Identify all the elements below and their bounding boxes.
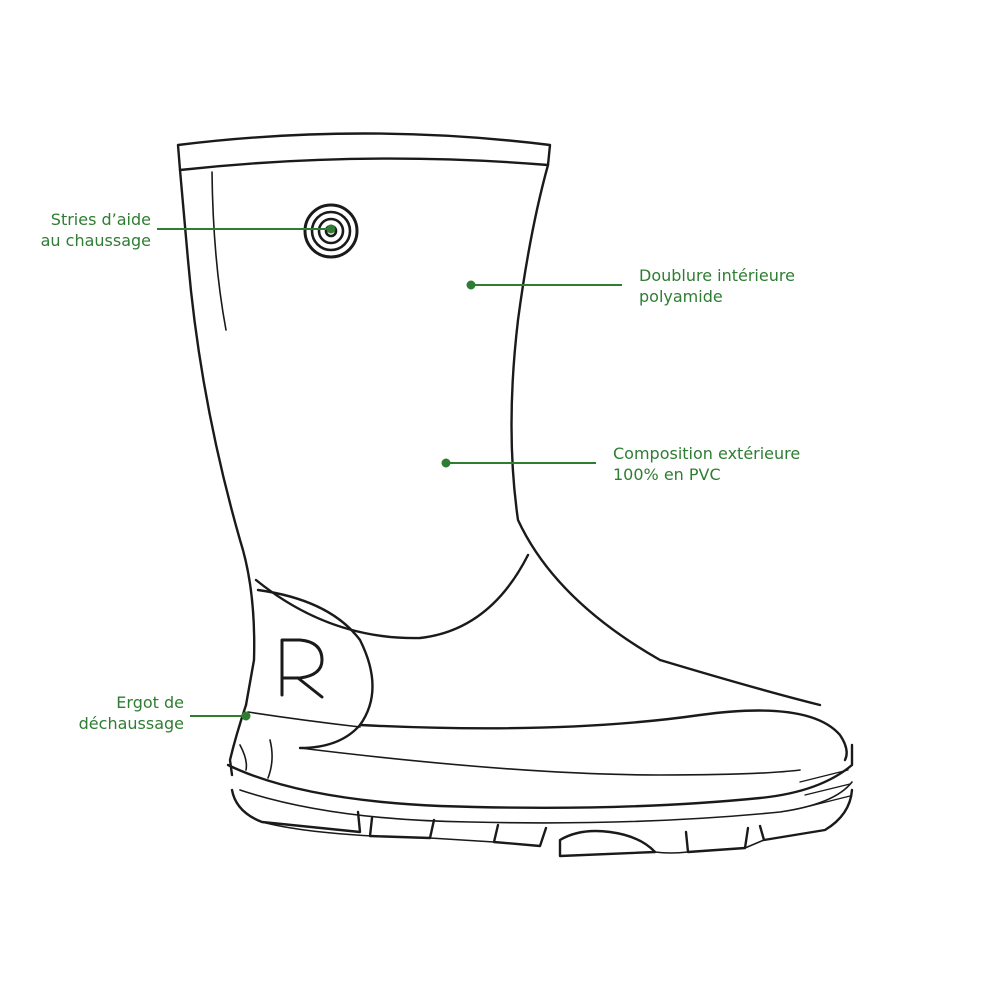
heel-badge-panel bbox=[256, 588, 374, 750]
callout-text: polyamide bbox=[639, 287, 723, 306]
calf-panel-curve bbox=[254, 553, 530, 640]
heel-ergot-ridge bbox=[247, 711, 361, 728]
callout-label-composition: Composition extérieure 100% en PVC bbox=[613, 443, 800, 485]
callout-dot-doublure bbox=[466, 280, 476, 290]
callout-text: Composition extérieure bbox=[613, 444, 801, 463]
callout-text: au chaussage bbox=[40, 231, 151, 250]
midsole-lines bbox=[239, 781, 853, 824]
toe-cap-inner bbox=[299, 747, 801, 776]
callout-text: Ergot de bbox=[116, 693, 184, 712]
callout-label-ergot: Ergot de déchaussage bbox=[79, 692, 184, 734]
toe-cap bbox=[358, 709, 848, 762]
r-logo bbox=[280, 638, 324, 699]
midsole-band bbox=[226, 743, 854, 809]
callout-dot-stries bbox=[326, 224, 336, 234]
heel-ridges bbox=[239, 739, 273, 779]
heel-ergot bbox=[228, 703, 248, 777]
toe-lines bbox=[799, 769, 851, 807]
callout-dot-composition bbox=[441, 458, 451, 468]
tread-lug-3 bbox=[492, 823, 548, 848]
boot-shaft-front bbox=[510, 163, 822, 707]
tread-lug-2 bbox=[368, 816, 436, 840]
tread-lug-toe bbox=[758, 788, 854, 842]
tread-base bbox=[261, 821, 765, 854]
callout-text: déchaussage bbox=[78, 714, 184, 733]
tread-lug-4 bbox=[558, 829, 657, 858]
callout-text: Doublure intérieure bbox=[639, 266, 795, 285]
shaft-seam bbox=[211, 171, 227, 331]
callout-label-doublure: Doublure intérieure polyamide bbox=[639, 265, 795, 307]
pull-ring bbox=[303, 203, 359, 259]
callout-text: Stries d’aide bbox=[50, 210, 151, 229]
boot-collar bbox=[176, 132, 552, 172]
boot-shaft-back bbox=[178, 168, 256, 707]
callout-dot-ergot bbox=[241, 711, 251, 721]
tread-lug-5 bbox=[684, 826, 750, 854]
callout-text: 100% en PVC bbox=[613, 465, 721, 484]
callout-label-stries: Stries d’aide au chaussage bbox=[41, 209, 151, 251]
